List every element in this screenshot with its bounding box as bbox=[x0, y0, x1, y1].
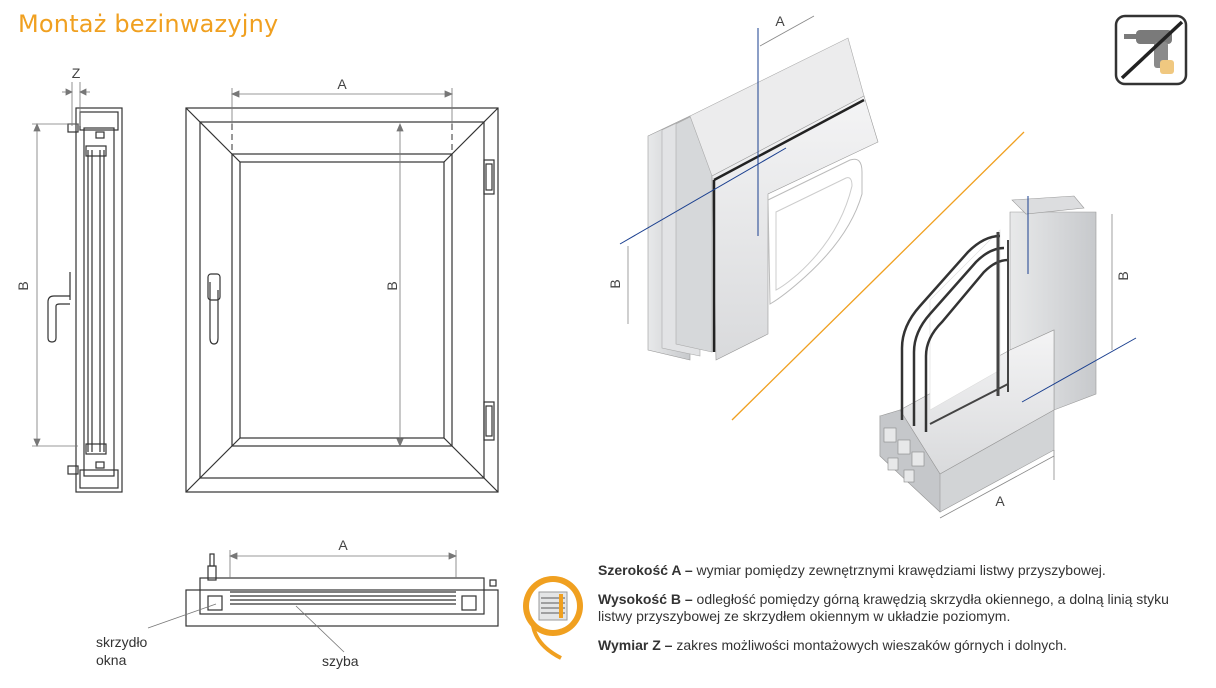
dimension-b-side bbox=[32, 122, 78, 448]
legend-item-width: Szerokość A – wymiar pomiędzy zewnętrzny… bbox=[598, 562, 1198, 579]
dimension-b-bottom3d-label: B bbox=[1115, 271, 1131, 280]
dimension-a-front-label: A bbox=[337, 76, 347, 92]
dimension-b-top3d-label: B bbox=[607, 279, 623, 288]
profile-3d-top bbox=[647, 37, 879, 361]
dimension-ticks-bottom-3d bbox=[939, 214, 1113, 519]
no-drilling-icon bbox=[1114, 14, 1188, 86]
callout-lines bbox=[147, 603, 345, 653]
page-title: Montaż bezinwazyjny bbox=[18, 10, 279, 38]
legend: Szerokość A – wymiar pomiędzy zewnętrzny… bbox=[598, 562, 1198, 666]
dimension-b-side-label: B bbox=[15, 281, 31, 290]
legend-term: Szerokość A – bbox=[598, 562, 693, 578]
bottom-section-view bbox=[185, 553, 499, 627]
dimension-ticks-top-3d bbox=[627, 15, 815, 324]
legend-text: wymiar pomiędzy zewnętrznymi krawędziami… bbox=[692, 562, 1106, 578]
legend-text: zakres możliwości montażowych wieszaków … bbox=[672, 637, 1067, 653]
glazing-bead-dashes bbox=[231, 124, 453, 152]
sash-label-line2: okna bbox=[96, 652, 127, 668]
dimension-b-front-label: B bbox=[384, 281, 400, 290]
section-divider-line bbox=[731, 131, 1025, 421]
sash-label-line1: skrzydło bbox=[96, 634, 148, 650]
front-window-view bbox=[185, 107, 499, 493]
dimension-b-front bbox=[396, 122, 404, 448]
legend-item-height: Wysokość B – odległość pomiędzy górną kr… bbox=[598, 591, 1198, 625]
dimension-a-bottom3d-label: A bbox=[995, 493, 1005, 509]
dimension-lines-top-3d bbox=[619, 28, 787, 245]
dimension-z-label: Z bbox=[72, 65, 81, 81]
profile-3d-bottom bbox=[879, 195, 1097, 513]
side-section-view bbox=[47, 107, 123, 493]
glass-label: szyba bbox=[322, 653, 359, 669]
legend-term: Wymiar Z – bbox=[598, 637, 673, 653]
legend-term: Wysokość B – bbox=[598, 591, 693, 607]
legend-item-z: Wymiar Z – zakres możliwości montażowych… bbox=[598, 637, 1198, 654]
dimension-a-top3d-label: A bbox=[775, 13, 785, 29]
legend-text: odległość pomiędzy górną krawędzią skrzy… bbox=[598, 591, 1169, 624]
dimension-a-bottom bbox=[228, 550, 458, 578]
dimension-a-front bbox=[230, 88, 454, 124]
blind-info-icon bbox=[523, 576, 583, 660]
dimension-lines-bottom-3d bbox=[1021, 196, 1137, 403]
dimension-z bbox=[62, 82, 90, 126]
dimension-a-bottom-label: A bbox=[338, 537, 348, 553]
